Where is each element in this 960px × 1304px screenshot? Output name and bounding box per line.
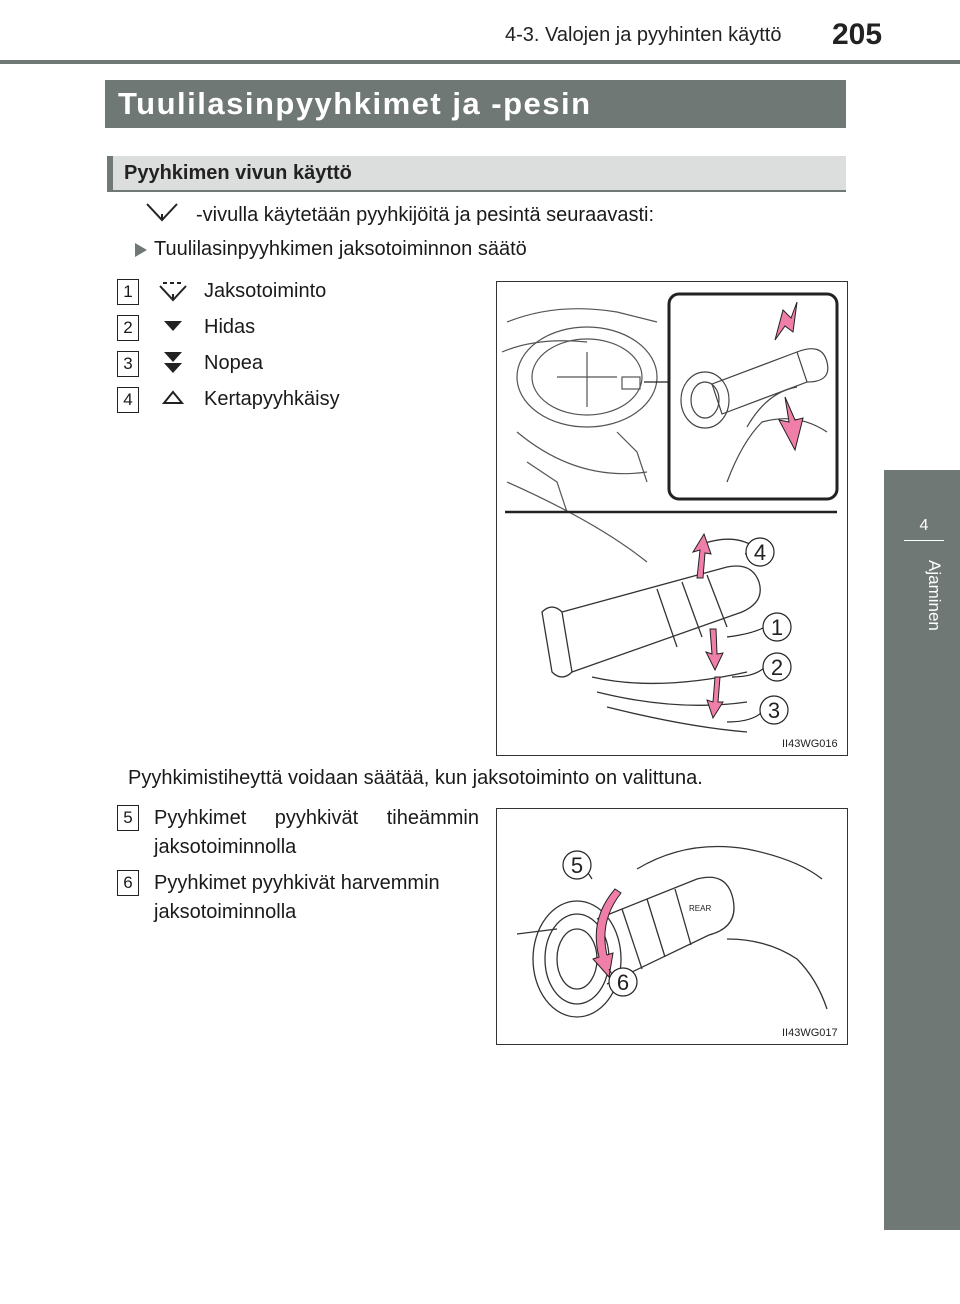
item-label-2: Hidas xyxy=(204,316,256,338)
callout-circle-4 xyxy=(745,537,775,567)
callout-circle-5 xyxy=(562,850,592,880)
figure-1-id: II43WG016 xyxy=(782,738,838,750)
intro-text: -vivulla käytetään pyyhkijöitä ja pesint… xyxy=(196,204,655,226)
item-number-5: 5 xyxy=(117,805,139,831)
fig1-callout-3: 3 xyxy=(768,698,780,723)
fig2-callout-6: 6 xyxy=(617,970,629,995)
note-text: Pyyhkimistiheyttä voidaan säätää, kun ja… xyxy=(128,767,703,789)
subtitle-accent xyxy=(107,156,113,190)
item-label-3: Nopea xyxy=(204,352,263,374)
bullet-heading: Tuulilasinpyyhkimen jaksotoiminnon säätö xyxy=(154,238,527,260)
double-triangle-down-icon xyxy=(164,352,182,373)
callout-circle-3 xyxy=(759,695,789,725)
figure-2-drawing: REAR 5 6 xyxy=(516,845,828,1018)
figure-1-drawing: 4 1 2 3 xyxy=(501,292,839,733)
chapter-title: Ajaminen xyxy=(925,560,944,631)
item-number-6: 6 xyxy=(117,870,139,896)
item-label-5: Pyyhkimet pyyhkivät tiheämmin jaksotoimi… xyxy=(154,807,479,858)
fig1-callout-4: 4 xyxy=(754,540,766,565)
callout-circle-6 xyxy=(608,967,638,997)
page-number: 205 xyxy=(832,18,883,51)
fig1-callout-2: 2 xyxy=(771,655,783,680)
item-label-6: Pyyhkimet pyyhkivät harvemmin jaksotoimi… xyxy=(154,872,440,923)
figure-wiper-lever: 4 1 2 3 II43WG016 xyxy=(496,281,848,756)
triangle-up-outline-icon xyxy=(162,390,184,404)
subtitle: Pyyhkimen vivun käyttö xyxy=(124,162,352,184)
chapter-tab xyxy=(884,470,960,1230)
item-number-2: 2 xyxy=(117,315,139,341)
triangle-down-icon xyxy=(164,321,182,331)
section-title: 4-3. Valojen ja pyyhinten käyttö xyxy=(505,24,782,46)
item-label-4: Kertapyyhkäisy xyxy=(204,388,340,410)
chapter-number: 4 xyxy=(919,517,929,534)
bullet-arrow-icon xyxy=(135,243,147,257)
callout-circle-2 xyxy=(762,652,792,682)
item-number-3: 3 xyxy=(117,351,139,377)
page-title: Tuulilasinpyyhkimet ja -pesin xyxy=(118,86,592,121)
rear-label: REAR xyxy=(689,904,711,913)
wiper-intermittent-icon xyxy=(159,282,187,302)
item-label-1: Jaksotoiminto xyxy=(204,280,327,302)
tab-divider xyxy=(904,540,944,541)
header-rule xyxy=(0,60,960,64)
subtitle-bar xyxy=(107,156,846,192)
wiper-icon xyxy=(146,203,178,222)
figure-wiper-ring: REAR 5 6 II43WG017 xyxy=(496,808,848,1045)
figure-2-id: II43WG017 xyxy=(782,1027,838,1039)
item-number-4: 4 xyxy=(117,387,139,413)
item-number-1: 1 xyxy=(117,279,139,305)
fig1-callout-1: 1 xyxy=(771,615,783,640)
callout-circle-1 xyxy=(762,612,792,642)
fig2-callout-5: 5 xyxy=(571,853,583,878)
title-bar xyxy=(105,80,846,128)
